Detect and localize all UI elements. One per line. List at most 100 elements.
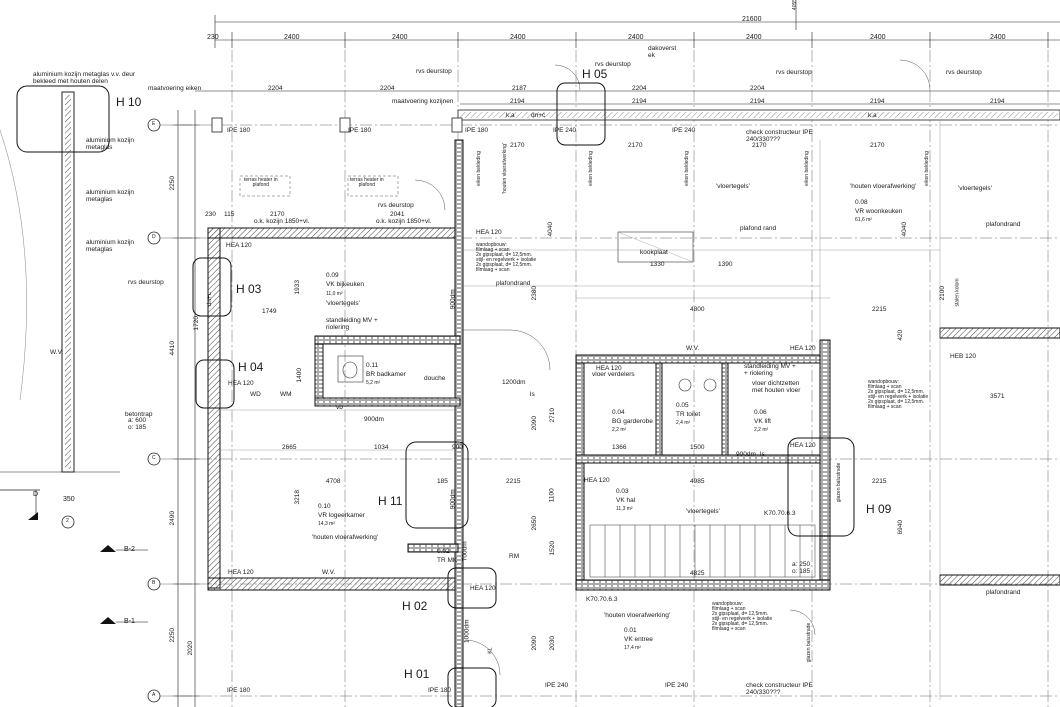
label-vb: vb bbox=[336, 404, 343, 411]
grid-bubbles bbox=[61, 118, 161, 703]
dim-1330: 1330 bbox=[650, 261, 665, 268]
top-dimension-lines bbox=[195, 0, 1060, 105]
note-hea-4: HEA 120 bbox=[476, 229, 502, 236]
note-rvs-3: rvs deurstop bbox=[776, 69, 812, 76]
note-plafond-rand: plafond rand bbox=[740, 225, 777, 232]
label-ka-b: k.a bbox=[868, 112, 877, 119]
label-wd: WD bbox=[250, 391, 261, 398]
note-hea-9: HEA 120 bbox=[470, 585, 496, 592]
note-alu-2: aluminium kozijn metaglas bbox=[86, 189, 135, 203]
dim-eiken-2204a: 2204 bbox=[268, 85, 283, 92]
note-ipe180-e: IPE 180 bbox=[428, 687, 452, 694]
note-vloertegels-3: 'vloertegels' bbox=[686, 508, 720, 515]
room-0-01-area: 17,4 m² bbox=[624, 645, 641, 651]
note-houten-4: 'houten vloerafwerking' bbox=[604, 612, 671, 619]
room-0-06-area: 2,2 m² bbox=[754, 427, 769, 433]
room-0-04-code: 0.04 bbox=[612, 409, 625, 416]
room-0-05-code: 0.05 bbox=[676, 402, 689, 409]
label-maatvoering-eiken: maatvoering eiken bbox=[148, 85, 202, 92]
room-0-01-name: VK entree bbox=[624, 636, 653, 643]
dim-4825: 4825 bbox=[690, 570, 705, 577]
room-0-11-name: BR badkamer bbox=[366, 371, 406, 378]
note-rvs-6: rvs deurstop bbox=[378, 202, 414, 209]
grid-c: C bbox=[152, 455, 156, 461]
room-0-04-area: 2,2 m² bbox=[612, 427, 627, 433]
note-rvs-4: rvs deurstop bbox=[946, 69, 982, 76]
label-dnc-b: dn+c bbox=[205, 292, 213, 307]
room-0-09-code: 0.09 bbox=[326, 272, 339, 279]
label-wm: WM bbox=[280, 391, 292, 398]
door-swings bbox=[414, 59, 931, 676]
dim-900dm-d: 900dm bbox=[449, 489, 457, 510]
note-vloertegels-2: 'vloertegels' bbox=[958, 185, 992, 192]
dim-left-4410: 4410 bbox=[168, 341, 176, 356]
dim-900dm-a: 900dm bbox=[364, 416, 384, 423]
note-ipe240-b: IPE 240 bbox=[672, 127, 696, 134]
dim-1100: 1100 bbox=[548, 488, 556, 503]
dim-top-6: 2400 bbox=[870, 34, 886, 41]
dim-2170-c: 2170 bbox=[628, 142, 643, 149]
note-ipe180-c: IPE 180 bbox=[465, 127, 489, 134]
room-0-11-area: 5,2 m² bbox=[366, 380, 381, 386]
room-0-03-code: 0.03 bbox=[616, 488, 629, 495]
note-eiken-5: eiken bekleding bbox=[923, 151, 930, 186]
dim-2650: 2650 bbox=[530, 516, 538, 531]
dim-2090: 2090 bbox=[530, 416, 538, 431]
dim-left-2490: 2490 bbox=[168, 511, 176, 526]
dim-4040-b: 4040 bbox=[900, 222, 908, 237]
note-stalen-kolom: stalen kolom bbox=[954, 278, 961, 307]
dim-1749: 1749 bbox=[262, 308, 277, 315]
note-douche: douche bbox=[424, 375, 446, 382]
dim-left-2250a: 2250 bbox=[168, 176, 176, 191]
note-k70-2: K70.70.6.3 bbox=[586, 596, 618, 603]
dim-350: 350 bbox=[63, 496, 75, 503]
dim-kozijnen-2194a: 2194 bbox=[510, 98, 525, 105]
room-0-09-area: 11,0 m² bbox=[326, 291, 343, 297]
note-plafondrand-3: plafondrand bbox=[986, 589, 1021, 596]
note-standleiding-2: standleiding MV + + riolering bbox=[744, 363, 796, 377]
dim-kozijnen-2194d: 2194 bbox=[870, 98, 885, 105]
note-alu-1: aluminium kozijn metaglas bbox=[86, 137, 135, 151]
note-plafondrand-2: plafondrand bbox=[496, 280, 531, 287]
note-ipe180-a: IPE 180 bbox=[227, 127, 251, 134]
dim-1720: 1720 bbox=[192, 316, 200, 331]
note-houten-3: 'houten vloerafwerking' bbox=[312, 534, 379, 541]
note-standleiding-1: standleiding MV + riolering bbox=[326, 317, 378, 331]
dim-2030: 2030 bbox=[548, 636, 556, 651]
label-ls-b: ls bbox=[760, 451, 765, 458]
tag-h10: H 10 bbox=[116, 95, 142, 109]
note-terras-2: terras heater in plafond bbox=[350, 177, 384, 188]
dim-1520: 1520 bbox=[548, 541, 556, 556]
dim-6940: 6940 bbox=[896, 520, 904, 535]
dim-kozijnen-2194b: 2194 bbox=[632, 98, 647, 105]
dim-eiken-2204b: 2204 bbox=[380, 85, 395, 92]
dim-top-3: 2400 bbox=[510, 34, 526, 41]
dim-kozijnen-2194c: 2194 bbox=[750, 98, 765, 105]
room-0-10-area: 14,3 m² bbox=[318, 521, 335, 527]
dim-2100: 2100 bbox=[938, 286, 946, 301]
dim-1000dm: 1000dm bbox=[463, 619, 471, 644]
dim-kozijnen-2187: 2187 bbox=[512, 85, 527, 92]
label-ka-a: k.a bbox=[506, 112, 515, 119]
tag-h05: H 05 bbox=[582, 67, 608, 81]
dim-left-2020: 2020 bbox=[186, 641, 194, 656]
room-0-01-code: 0.01 bbox=[624, 627, 637, 634]
note-ipe180-b: IPE 180 bbox=[348, 127, 372, 134]
note-wv-1: W.V. bbox=[50, 349, 64, 356]
note-wandopbouw-1: wandopbouw: filmlaag + scan 2x gipsplaat… bbox=[476, 242, 537, 273]
dim-2215-a: 2215 bbox=[506, 478, 521, 485]
tag-h03: H 03 bbox=[236, 282, 262, 296]
note-ipe180-d: IPE 180 bbox=[227, 687, 251, 694]
dim-2215-c: 2215 bbox=[872, 306, 887, 313]
note-ipe240-a: IPE 240 bbox=[553, 127, 577, 134]
grid-d: D bbox=[152, 234, 156, 240]
note-terras-1: terras heater in plafond bbox=[244, 177, 278, 188]
dim-230: 230 bbox=[205, 211, 216, 218]
note-houten-1: 'houten vloerafwerking' bbox=[501, 143, 508, 194]
dim-4040-a: 4040 bbox=[546, 222, 554, 237]
room-0-06-name: VK lift bbox=[754, 418, 771, 425]
tag-h04: H 04 bbox=[238, 360, 264, 374]
note-houten-2: 'houten vloerafwerking' bbox=[850, 183, 917, 190]
note-alu-3: aluminium kozijn metaglas bbox=[86, 239, 135, 253]
dim-kozijnen-2194e: 2194 bbox=[990, 98, 1005, 105]
